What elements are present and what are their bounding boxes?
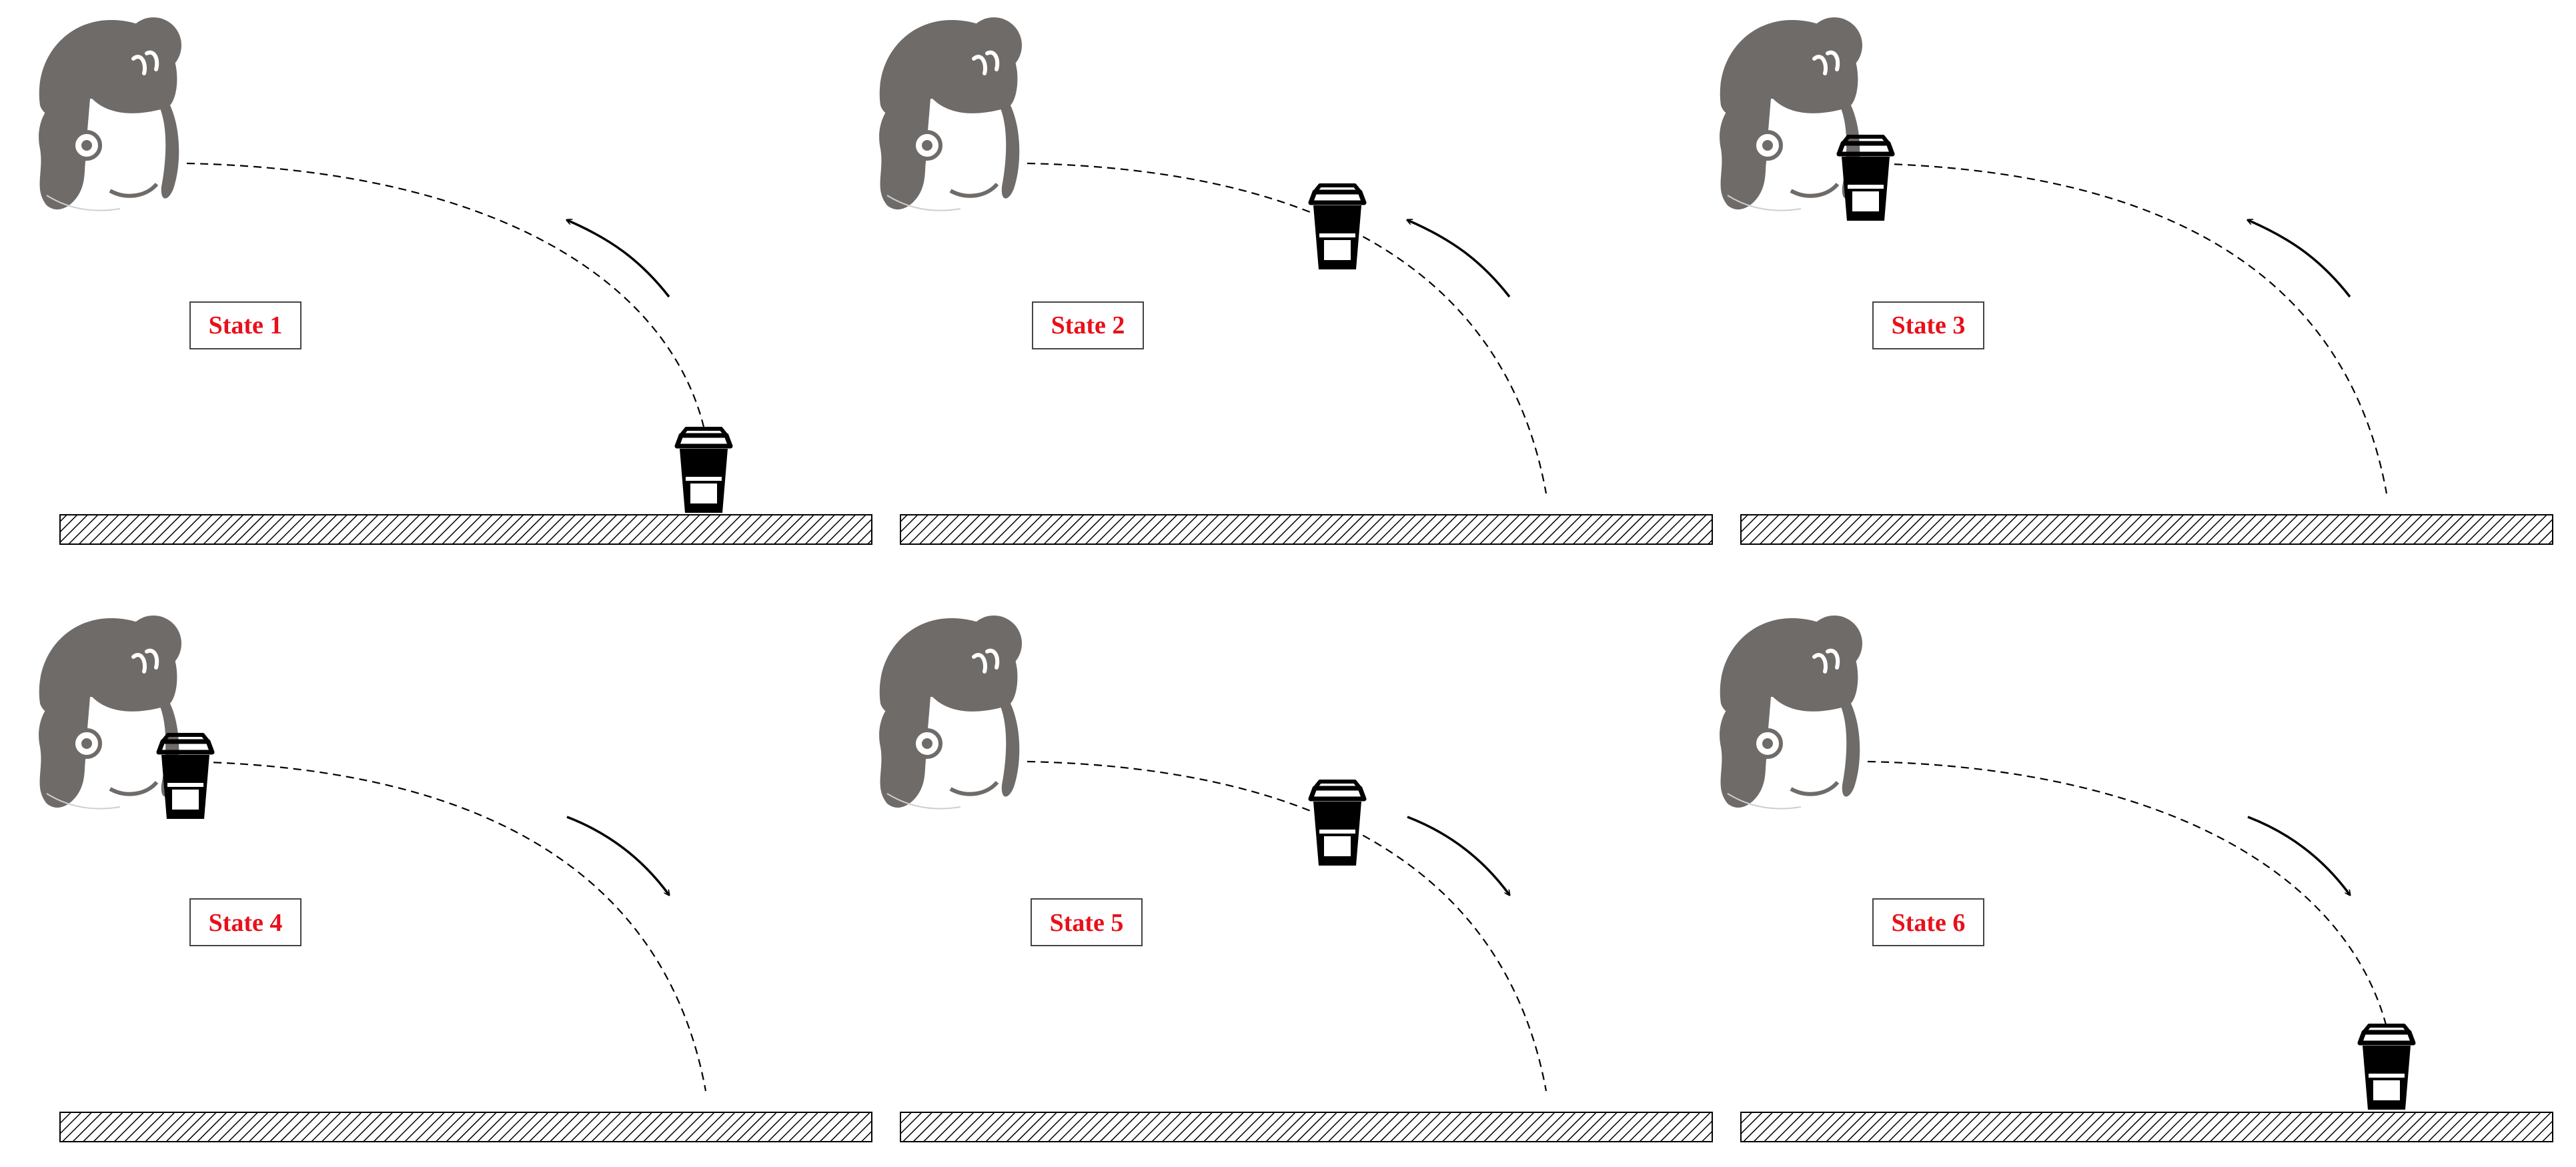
curved-arrow-icon bbox=[566, 816, 669, 895]
panel-state-3: State 3 bbox=[1720, 17, 2553, 545]
curved-arrow-icon bbox=[1407, 220, 1511, 298]
curved-arrow-icon bbox=[2248, 220, 2351, 298]
curved-arrow-icon bbox=[567, 220, 670, 298]
panel-state-2: State 2 bbox=[879, 17, 1713, 545]
person-head-icon bbox=[1720, 616, 1862, 809]
trajectory-path bbox=[1867, 162, 2388, 494]
curved-arrow-icon bbox=[1407, 816, 1509, 895]
state-label-box bbox=[189, 898, 301, 946]
state-label: State 3 bbox=[1892, 311, 1966, 339]
trajectory-path bbox=[186, 760, 707, 1092]
person-head-icon bbox=[1720, 17, 1862, 211]
state-label-box bbox=[1032, 301, 1144, 349]
state-label: State 2 bbox=[1051, 311, 1125, 339]
state-label-box bbox=[189, 301, 301, 349]
table-surface bbox=[900, 1112, 1713, 1142]
state-label: State 1 bbox=[209, 311, 283, 339]
state-label-box bbox=[1872, 301, 1984, 349]
person-head-icon bbox=[879, 616, 1022, 809]
trajectory-path bbox=[1027, 162, 1547, 494]
state-label-box bbox=[1872, 898, 1984, 946]
person-head-icon bbox=[879, 17, 1022, 211]
curved-arrow-icon bbox=[2247, 816, 2350, 895]
panel-state-1: State 1 bbox=[39, 17, 872, 545]
state-label: State 5 bbox=[1050, 909, 1124, 937]
state-label: State 6 bbox=[1892, 909, 1966, 937]
panel-state-5: State 5 bbox=[879, 616, 1713, 1142]
coffee-cup-icon bbox=[1311, 185, 1364, 269]
coffee-cup-icon bbox=[2360, 1026, 2413, 1110]
person-head-icon bbox=[39, 17, 181, 211]
person-head-icon bbox=[39, 616, 181, 809]
state-label-box bbox=[1031, 898, 1143, 946]
table-surface bbox=[59, 514, 872, 545]
table-surface bbox=[900, 514, 1713, 545]
panel-state-4: State 4 bbox=[39, 616, 872, 1142]
coffee-cup-icon bbox=[677, 429, 730, 513]
table-surface bbox=[59, 1112, 872, 1142]
trajectory-path bbox=[1867, 760, 2388, 1028]
state-label: State 4 bbox=[209, 909, 283, 937]
table-surface bbox=[1740, 1112, 2553, 1142]
panel-state-6: State 6 bbox=[1720, 616, 2553, 1142]
trajectory-path bbox=[1027, 760, 1547, 1092]
table-surface bbox=[1740, 514, 2553, 545]
coffee-cup-icon bbox=[1311, 782, 1364, 866]
trajectory-path bbox=[186, 162, 705, 427]
